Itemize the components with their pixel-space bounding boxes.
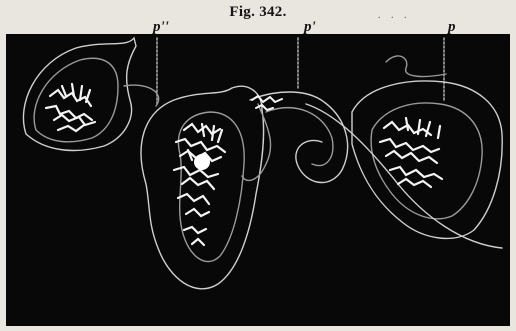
- gland-outline-right: [352, 81, 502, 238]
- tissue-right: [380, 118, 442, 187]
- gland-outline-center: [141, 86, 264, 289]
- gland-duct-right: [386, 56, 446, 77]
- engraving-illustration: [6, 34, 510, 326]
- duct-middle: [250, 92, 348, 182]
- gland-stalk-center: [242, 104, 271, 180]
- figure-caption: Fig. 342.: [0, 4, 516, 21]
- engraving-figure: [6, 34, 510, 326]
- tissue-left: [46, 84, 95, 131]
- duct-middle-inner: [266, 108, 333, 166]
- gland-outline-right-inner: [371, 103, 482, 219]
- gland-duct-right-long: [306, 104, 502, 248]
- paper-specks: . . .: [378, 10, 411, 21]
